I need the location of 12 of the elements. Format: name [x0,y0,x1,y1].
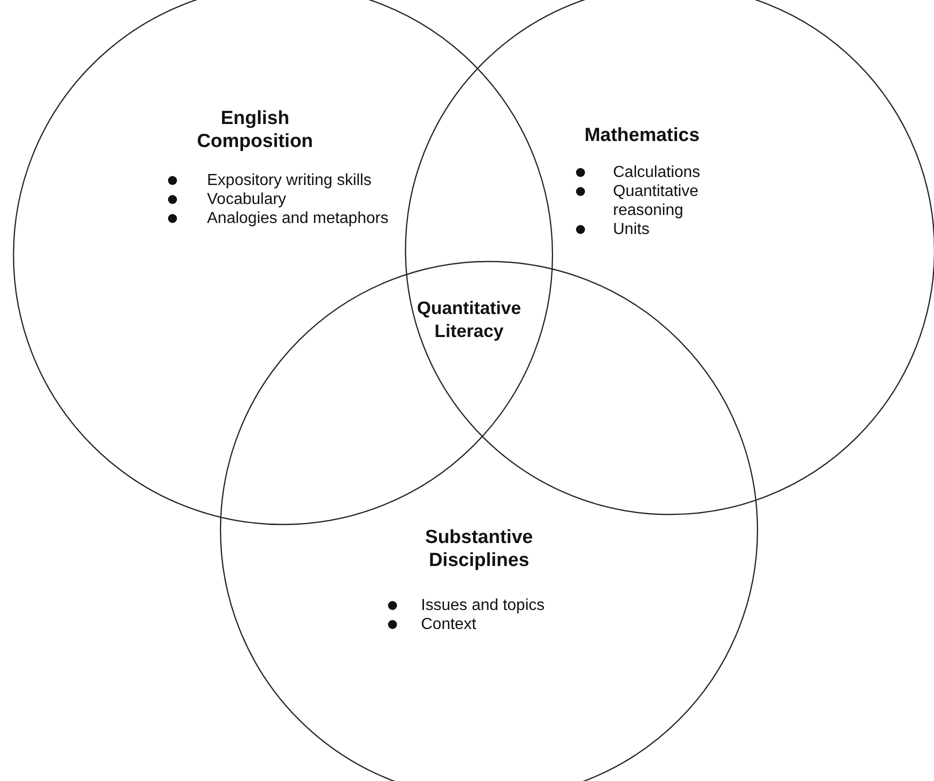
list-item: Issues and topics [421,597,545,614]
overlap-label: Quantitative Literacy [416,297,522,343]
list-item: Expository writing skills [207,172,372,189]
circle-heading: English Composition [196,107,314,153]
list-item: Calculations [613,164,700,181]
list-item: Analogies and metaphors [207,210,388,227]
circle-heading: Substantive Disciplines [424,526,534,572]
list-item: Context [421,616,476,633]
list-item: Units [613,221,650,238]
list-item: Quantitative reasoning [613,183,698,219]
circle-heading: Mathematics [583,124,701,147]
list-item: Vocabulary [207,191,286,208]
